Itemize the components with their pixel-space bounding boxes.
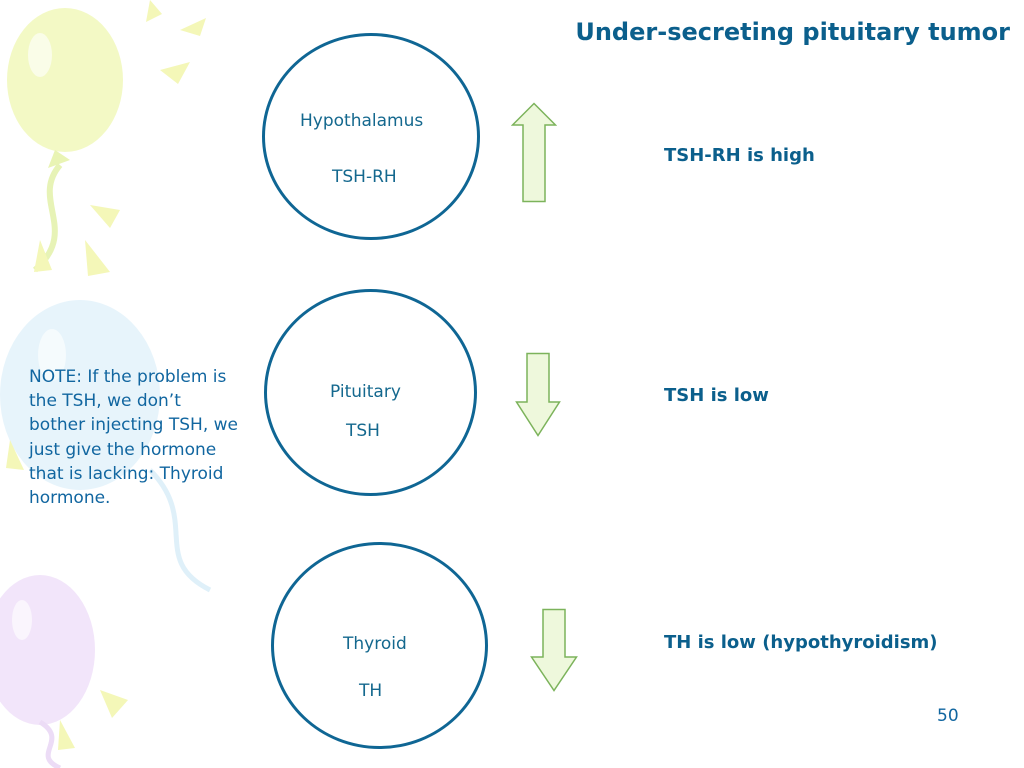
note-text: NOTE: If the problem is the TSH, we don’… bbox=[29, 367, 238, 509]
light-ray-icon bbox=[34, 0, 206, 276]
yellow-balloon-icon bbox=[7, 8, 123, 273]
hypothalamus-label: Hypothalamus bbox=[300, 111, 424, 131]
page-number: 50 bbox=[937, 706, 959, 726]
thyroid-label: Thyroid bbox=[343, 634, 407, 654]
slide-title: Under-secreting pituitary tumor bbox=[575, 18, 1010, 46]
thyroid-status: TH is low (hypothyroidism) bbox=[664, 632, 938, 653]
hypothalamus-hormone: TSH-RH bbox=[332, 167, 397, 187]
pituitary-hormone: TSH bbox=[346, 421, 380, 441]
thyroid-circle bbox=[271, 542, 488, 749]
down-arrow-icon bbox=[515, 352, 561, 437]
pituitary-label: Pituitary bbox=[330, 382, 401, 402]
blue-balloon-icon bbox=[0, 300, 212, 593]
hypothalamus-circle bbox=[262, 33, 480, 240]
light-ray-icon-lower bbox=[6, 440, 128, 750]
down-arrow-icon-thyroid bbox=[530, 608, 578, 692]
thyroid-hormone: TH bbox=[359, 681, 383, 701]
pituitary-circle bbox=[264, 289, 477, 496]
purple-balloon-icon bbox=[0, 575, 95, 768]
hypothalamus-status: TSH-RH is high bbox=[664, 145, 815, 166]
pituitary-status: TSH is low bbox=[664, 385, 769, 406]
up-arrow-icon bbox=[511, 102, 557, 203]
